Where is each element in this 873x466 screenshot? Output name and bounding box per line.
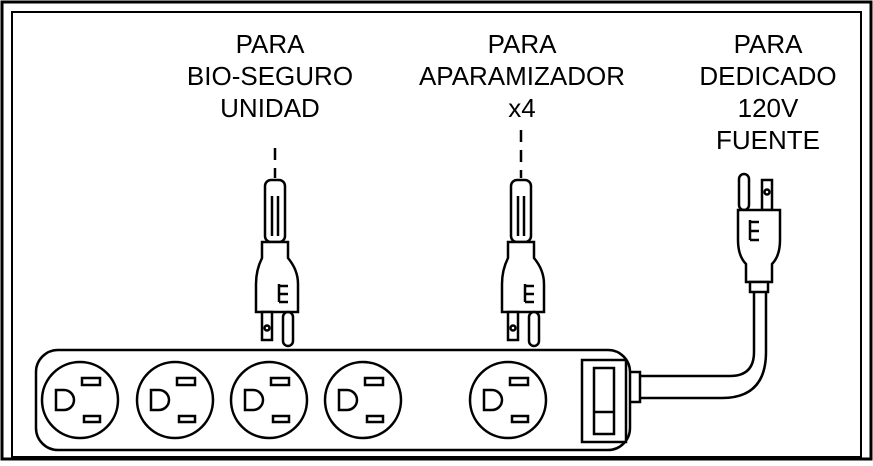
outlets	[40, 360, 548, 440]
outlet-face	[229, 360, 309, 440]
label-aparamizador: PARA APARAMIZADOR x4	[412, 28, 632, 124]
plug-bio-seguro	[254, 148, 300, 348]
outlet-ground-slot	[243, 388, 265, 412]
outlet	[229, 360, 309, 440]
outlet	[135, 360, 215, 440]
outlet-ground-slot	[149, 388, 171, 412]
outlet-slot-top	[508, 376, 530, 387]
outlet-face	[40, 360, 120, 440]
label-ded-line-3: 120V	[737, 93, 799, 123]
outlet	[323, 360, 403, 440]
outlet-ground-slot	[54, 388, 76, 412]
outlet-slot-top	[175, 376, 197, 387]
outlet-face	[135, 360, 215, 440]
outlet-slot-bottom	[510, 414, 530, 424]
outlet-slot-bottom	[271, 414, 291, 424]
outlet-slot-bottom	[82, 414, 102, 424]
outlet-ground-slot	[482, 388, 504, 412]
label-bio-line-3: UNIDAD	[220, 93, 320, 123]
label-bio-line-2: BIO-SEGURO	[186, 61, 354, 91]
outlet-slot-top	[80, 376, 102, 387]
outlet-face	[323, 360, 403, 440]
label-apar-line-3: x4	[508, 93, 536, 123]
outlet	[468, 360, 548, 440]
outlet-slot-top	[363, 376, 385, 387]
label-dedicado: PARA DEDICADO 120V FUENTE	[658, 28, 873, 156]
plug-dedicado	[736, 172, 782, 294]
outlet-slot-bottom	[177, 414, 197, 424]
outlet-slot-top	[269, 376, 291, 387]
label-bio-line-1: PARA	[235, 29, 305, 59]
label-ded-line-1: PARA	[733, 29, 803, 59]
outlet	[40, 360, 120, 440]
outlet-face	[468, 360, 548, 440]
outlet-slot-bottom	[365, 414, 385, 424]
label-apar-line-2: APARAMIZADOR	[418, 61, 626, 91]
label-ded-line-4: FUENTE	[716, 125, 820, 155]
label-apar-line-1: PARA	[487, 29, 557, 59]
plug-aparamizador	[500, 130, 546, 348]
power-cord	[626, 292, 768, 404]
label-ded-line-2: DEDICADO	[699, 61, 837, 91]
label-bio-seguro: PARA BIO-SEGURO UNIDAD	[160, 28, 380, 124]
outlet-ground-slot	[337, 388, 359, 412]
